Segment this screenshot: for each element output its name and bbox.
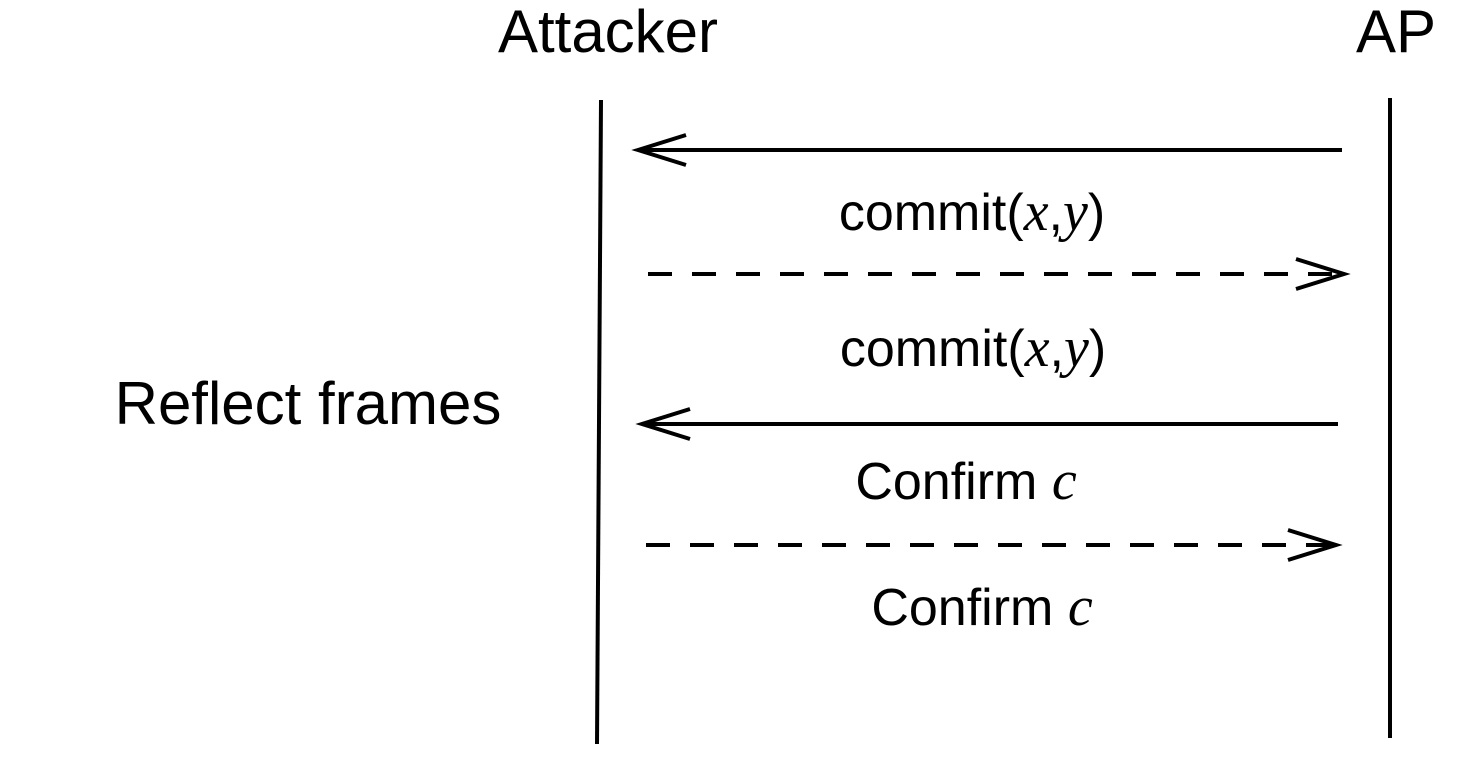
- message-label-1-prefix: commit(: [839, 184, 1025, 242]
- arrow-head-right-2: [1295, 257, 1351, 291]
- message-label-2-prefix: commit(: [840, 320, 1026, 378]
- message-arrow-1: [631, 133, 1342, 167]
- message-label-3-var-c: c: [1052, 450, 1077, 512]
- message-label-2-var-x: x: [1024, 317, 1050, 379]
- message-label-2-sep: ,: [1050, 320, 1064, 378]
- lifeline-attacker: [595, 99, 603, 745]
- message-label-1-var-y: y: [1058, 181, 1088, 243]
- message-label-1-sep: ,: [1049, 184, 1063, 242]
- message-label-4-text: Confirm: [871, 579, 1067, 637]
- message-label-2: commit(x,y): [840, 317, 1106, 379]
- message-label-2-suffix: ): [1089, 320, 1106, 378]
- message-label-3: Confirm c: [855, 450, 1076, 512]
- actor-label-ap: AP: [1356, 0, 1436, 65]
- message-label-2-var-y: y: [1059, 317, 1089, 379]
- message-label-4: Confirm c: [871, 576, 1092, 638]
- message-label-3-text: Confirm: [855, 453, 1051, 511]
- side-note-reflect-frames: Reflect frames: [115, 370, 502, 437]
- arrow-head-left-3: [635, 407, 691, 441]
- message-label-1: commit(x,y): [839, 181, 1105, 243]
- message-arrow-3: [635, 407, 1338, 441]
- arrow-head-left-1: [631, 133, 687, 167]
- message-label-1-suffix: ): [1088, 184, 1105, 242]
- message-label-4-var-c: c: [1068, 576, 1093, 638]
- arrow-head-right-4: [1287, 528, 1343, 562]
- actor-label-attacker: Attacker: [498, 0, 718, 65]
- message-arrow-2: [648, 257, 1351, 291]
- message-arrow-4: [646, 528, 1343, 562]
- message-label-1-var-x: x: [1023, 181, 1049, 243]
